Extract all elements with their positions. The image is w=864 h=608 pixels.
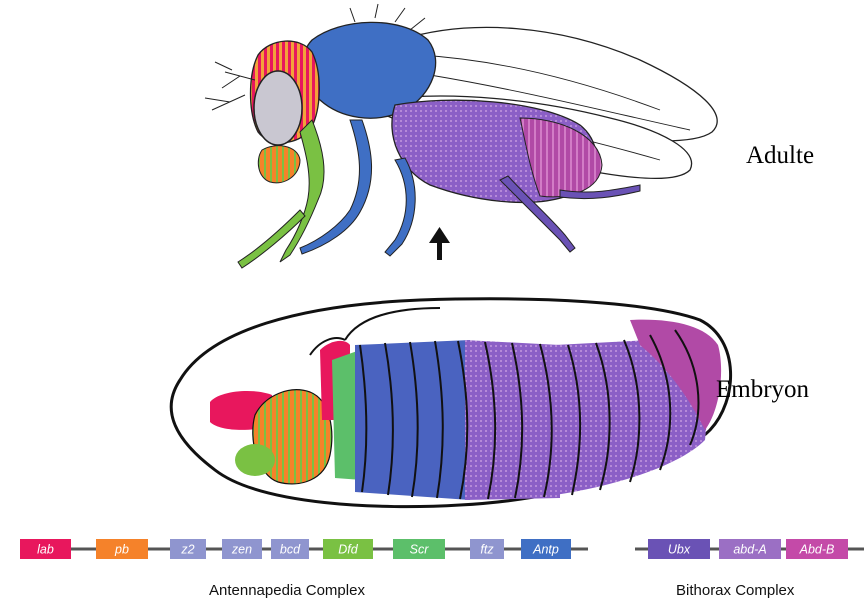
embryo [171,299,730,507]
gene-label-ftz: ftz [480,543,494,557]
antenna [205,62,255,110]
gene-label-zen: zen [231,543,252,557]
compound-eye [254,71,302,145]
gene-label-ubx: Ubx [668,543,691,557]
gene-label-scr: Scr [410,543,430,557]
bithorax-complex-label: Bithorax Complex [676,582,794,599]
antennapedia-complex-label: Antennapedia Complex [209,582,365,599]
middle-leg-lower [385,158,415,256]
gene-label-bcd: bcd [280,543,301,557]
gene-label-abd-a: abd-A [733,543,766,557]
proboscis [258,146,300,183]
adult-label: Adulte [746,142,814,170]
gene-label-lab: lab [37,543,54,557]
embryo-dfd-blob [235,444,275,476]
embryo-label: Embryon [716,376,809,404]
gene-label-dfd: Dfd [338,543,359,557]
gene-label-z2: z2 [180,543,194,557]
gene-label-pb: pb [114,543,129,557]
gene-label-abd-b: Abd-B [799,543,835,557]
gene-label-antp: Antp [532,543,559,557]
adult-fly [205,4,717,268]
up-arrow-icon [429,227,450,260]
